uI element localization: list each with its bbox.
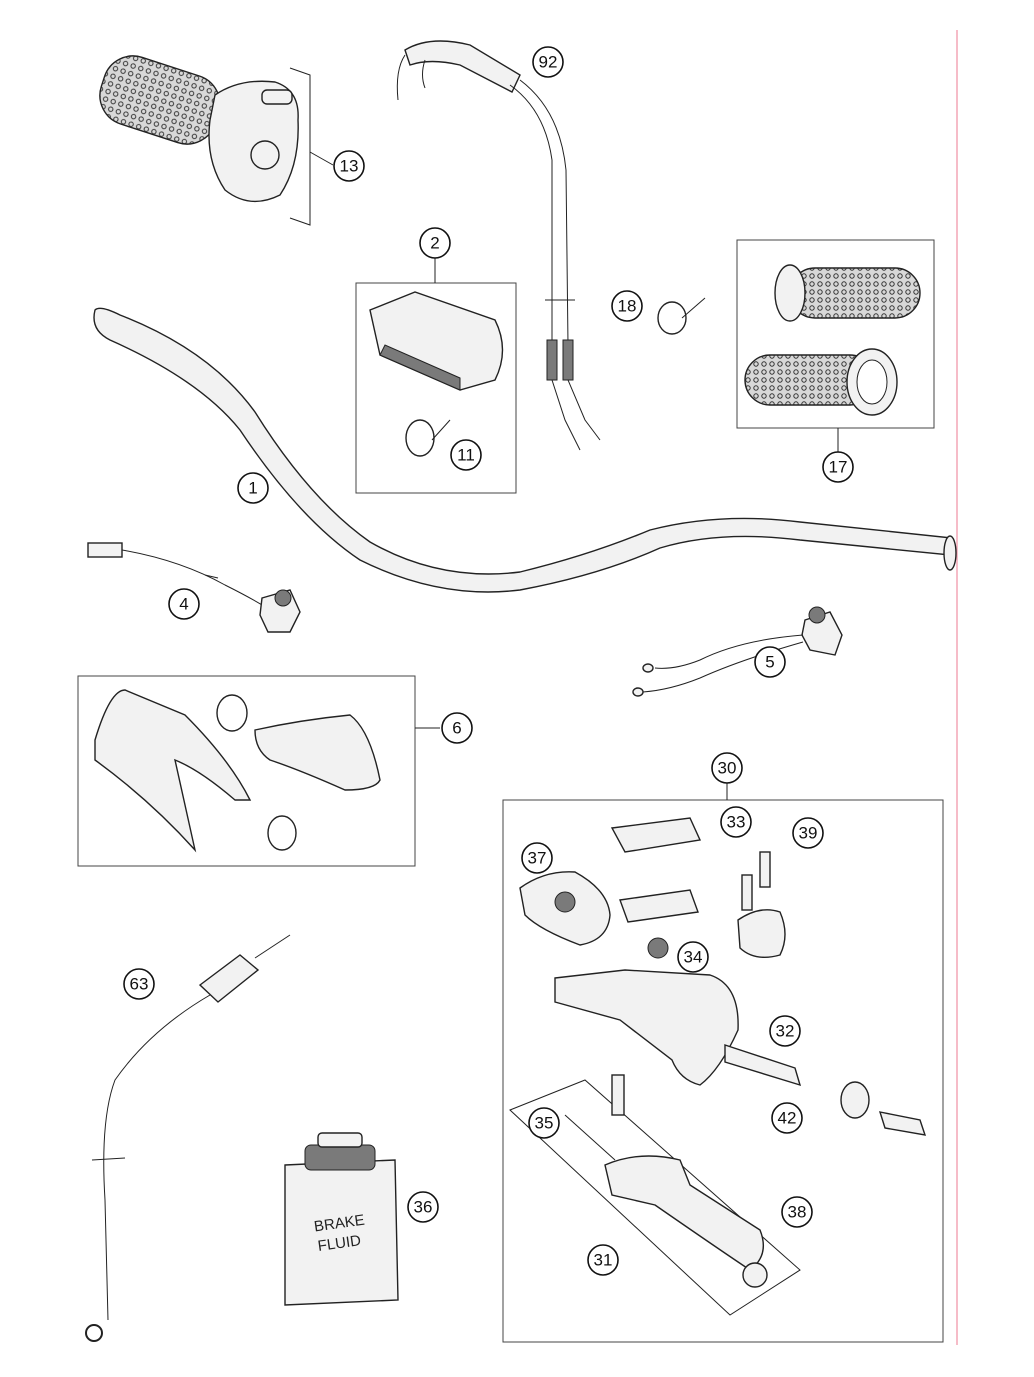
callout-42: 42	[771, 1102, 803, 1134]
callout-6: 6	[441, 712, 473, 744]
callout-11: 11	[450, 439, 482, 471]
svg-text:30: 30	[718, 759, 737, 778]
svg-text:92: 92	[539, 53, 558, 72]
callout-4: 4	[168, 588, 200, 620]
callout-63: 63	[123, 968, 155, 1000]
svg-text:38: 38	[788, 1203, 807, 1222]
svg-text:17: 17	[829, 458, 848, 477]
callout-32: 32	[769, 1015, 801, 1047]
callout-31: 31	[587, 1244, 619, 1276]
callout-92: 92	[532, 46, 564, 78]
callout-34: 34	[677, 941, 709, 973]
svg-text:31: 31	[594, 1251, 613, 1270]
callout-2: 2	[419, 227, 451, 259]
callout-1: 1	[237, 472, 269, 504]
svg-text:18: 18	[618, 297, 637, 316]
callout-18: 18	[611, 290, 643, 322]
grips-part	[736, 239, 935, 452]
callout-36: 36	[407, 1191, 439, 1223]
svg-text:37: 37	[528, 849, 547, 868]
brake-fluid-container-part: BRAKE FLUID	[284, 1132, 399, 1306]
left-switch-part	[87, 542, 301, 633]
callout-13: 13	[333, 150, 365, 182]
throttle-grip-part	[99, 55, 334, 226]
callout-37: 37	[521, 842, 553, 874]
container-label-line1: BRAKE	[313, 1212, 366, 1236]
svg-text:4: 4	[179, 595, 188, 614]
callout-38: 38	[781, 1196, 813, 1228]
svg-text:5: 5	[765, 653, 774, 672]
svg-text:33: 33	[727, 813, 746, 832]
svg-text:34: 34	[684, 948, 703, 967]
right-switch-part	[632, 606, 843, 697]
svg-text:32: 32	[776, 1022, 795, 1041]
handlebar-part	[93, 307, 957, 593]
svg-text:11: 11	[457, 446, 475, 465]
svg-text:6: 6	[452, 719, 461, 738]
callout-30: 30	[711, 752, 743, 784]
brake-line-part	[85, 934, 291, 1342]
callout-17: 17	[822, 451, 854, 483]
svg-text:1: 1	[248, 479, 257, 498]
callout-35: 35	[528, 1107, 560, 1139]
svg-text:35: 35	[535, 1114, 554, 1133]
cable-tie-part	[657, 297, 706, 335]
callout-39: 39	[792, 817, 824, 849]
callout-5: 5	[754, 646, 786, 678]
svg-text:63: 63	[130, 975, 149, 994]
svg-text:13: 13	[340, 157, 359, 176]
svg-text:39: 39	[799, 824, 818, 843]
svg-text:36: 36	[414, 1198, 433, 1217]
brake-master-cylinder-part	[502, 783, 944, 1343]
container-label-line2: FLUID	[317, 1232, 362, 1255]
handlebar-pad-part	[355, 250, 517, 494]
hand-guards-part	[77, 675, 440, 867]
callout-33: 33	[720, 806, 752, 838]
svg-text:42: 42	[778, 1109, 797, 1128]
svg-text:2: 2	[430, 234, 439, 253]
throttle-cables-part	[396, 40, 601, 451]
